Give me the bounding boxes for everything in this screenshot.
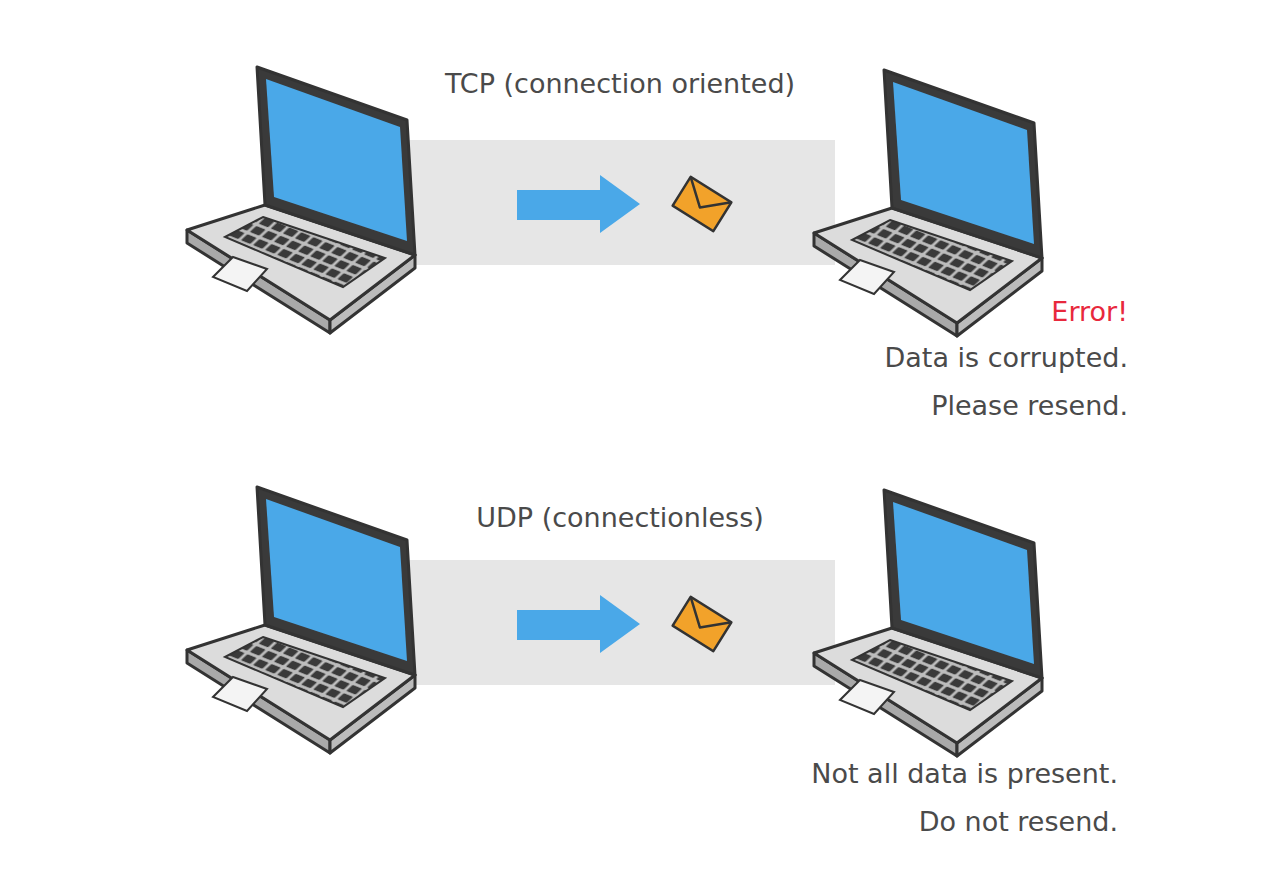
laptop-icon (187, 487, 415, 753)
envelope-icon (673, 177, 732, 231)
status-note: Not all data is present. Do not resend. (778, 750, 1118, 846)
error-label: Error! (1051, 288, 1128, 336)
send-arrow (517, 175, 640, 233)
protocol-heading: UDP (connectionless) (476, 494, 764, 542)
send-arrow (517, 595, 640, 653)
envelope-icon (673, 597, 732, 651)
status-note: Data is corrupted. Please resend. (831, 334, 1128, 430)
laptop-icon (814, 70, 1042, 336)
connection-band (405, 560, 835, 685)
laptop-icon (187, 67, 415, 333)
connection-band (405, 140, 835, 265)
protocol-heading: TCP (connection oriented) (445, 60, 795, 108)
laptop-icon (814, 490, 1042, 756)
